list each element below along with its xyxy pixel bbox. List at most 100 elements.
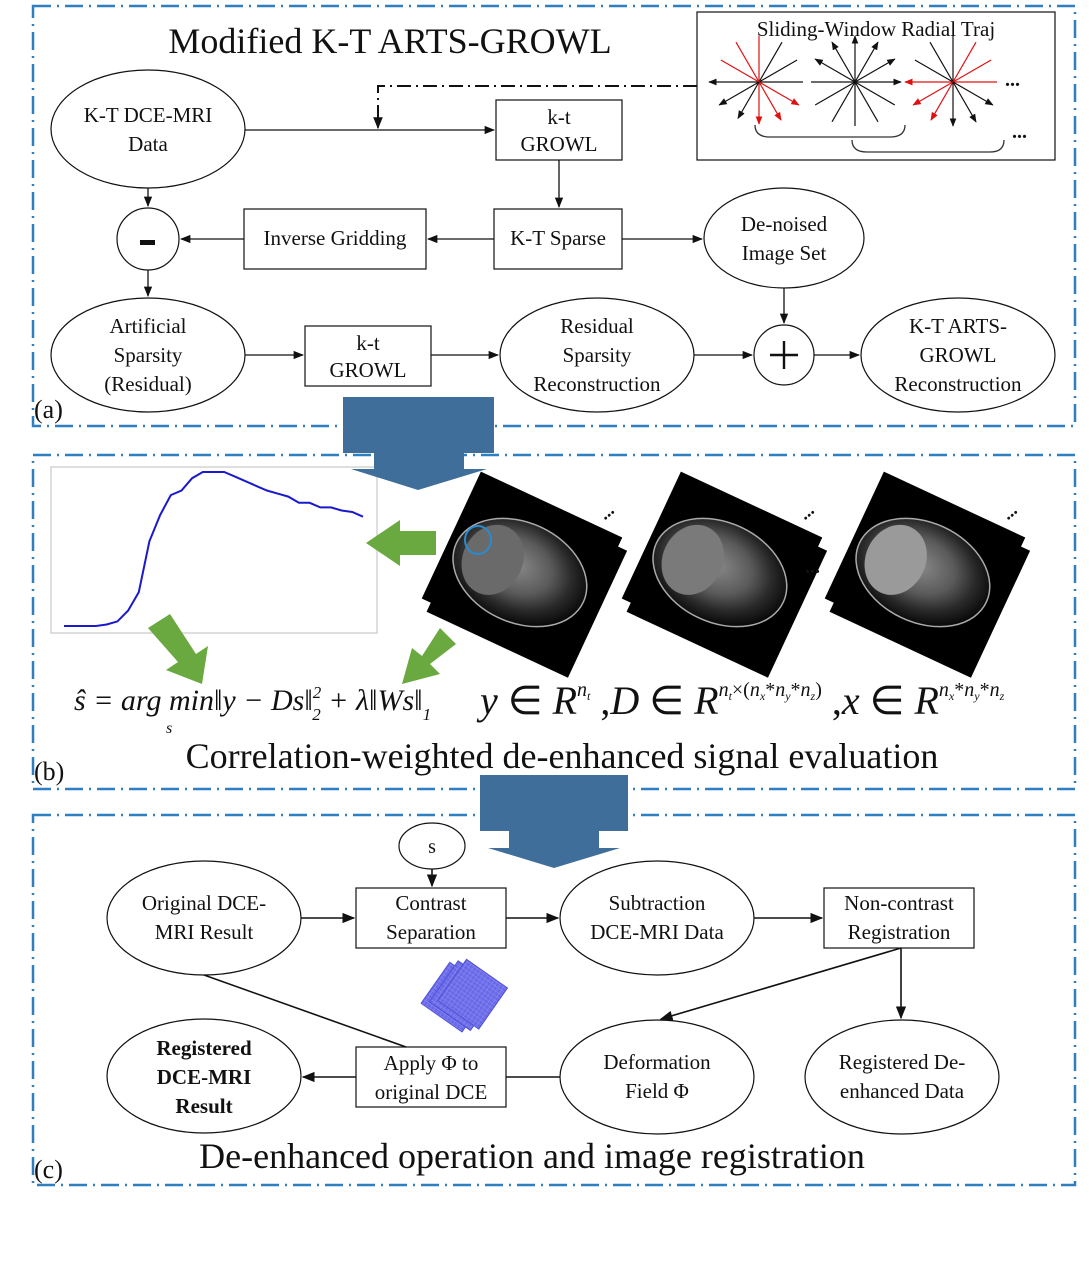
- big-arrow-a-to-b: [343, 397, 494, 490]
- trajectory-spoke: [952, 81, 977, 123]
- traj-title: Sliding-Window Radial Traj: [757, 17, 995, 41]
- node-kt-sparse-label: K-T Sparse: [510, 226, 606, 250]
- panel-a: Modified K-T ARTS-GROWL (a) Sliding-Wind…: [31, 4, 1077, 428]
- trajectory-spoke: [831, 41, 856, 83]
- node-contrast-line2: Separation: [386, 920, 476, 944]
- node-denoised-line1: De-noised: [741, 212, 828, 236]
- panel-a-border: [31, 4, 1077, 428]
- minus-icon: [140, 240, 155, 245]
- trajectory-spoke: [758, 81, 800, 106]
- signal-curve-plot: [50, 466, 378, 634]
- node-kt-arts-growl-reconstruction[interactable]: K-T ARTS- GROWL Reconstruction: [860, 297, 1056, 413]
- node-registered-result-line3: Result: [175, 1094, 232, 1118]
- node-s-label: s: [428, 836, 436, 858]
- trajectory-spoke: [929, 41, 954, 83]
- node-artificial-sparsity[interactable]: Artificial Sparsity (Residual): [50, 297, 246, 413]
- node-deformation-line2: Field Φ: [625, 1079, 689, 1103]
- node-noncontrast-registration[interactable]: Non-contrast Registration: [823, 887, 975, 949]
- node-residual-line1: Residual: [560, 314, 634, 338]
- trajectory-spoke: [831, 81, 856, 123]
- trajectory-spoke: [914, 59, 954, 83]
- node-kt-sparse[interactable]: K-T Sparse: [493, 208, 623, 270]
- node-denoised-line2: Image Set: [742, 241, 827, 265]
- deformation-grid-icon: [420, 958, 509, 1033]
- node-subtract[interactable]: [116, 207, 180, 271]
- node-registered-de-line1: Registered De-: [839, 1050, 966, 1074]
- mri-sequence-ellipsis: ...: [805, 556, 820, 578]
- node-subtraction-dce-mri[interactable]: Subtraction DCE-MRI Data: [559, 860, 755, 976]
- mri-stack-3: ...: [824, 471, 1031, 678]
- panel-c-label: (c): [34, 1155, 63, 1184]
- window-bracket-1: [754, 124, 906, 138]
- traj-ellipsis-2: ...: [1012, 121, 1027, 143]
- panel-c-caption: De-enhanced operation and image registra…: [199, 1136, 865, 1176]
- node-registered-deenhanced[interactable]: Registered De- enhanced Data: [804, 1019, 1000, 1135]
- node-deformation-line1: Deformation: [603, 1050, 711, 1074]
- green-arrow-down-right: [402, 628, 456, 684]
- trajectory-spoke: [952, 81, 994, 106]
- mri-image-stacks: .........: [421, 471, 1031, 678]
- trajectory-spoke: [718, 81, 760, 106]
- trajectory-spoke: [952, 59, 992, 83]
- trajectory-spoke: [758, 59, 798, 83]
- trajectory-spoke: [737, 81, 760, 120]
- liver-region: [864, 524, 927, 595]
- node-subtraction-line1: Subtraction: [609, 891, 706, 915]
- big-flow-arrows: [343, 397, 628, 868]
- node-kt-data[interactable]: K-T DCE-MRI Data: [50, 69, 246, 189]
- node-add[interactable]: [753, 324, 815, 386]
- panel-a-title: Modified K-T ARTS-GROWL: [168, 21, 611, 61]
- traj-ellipsis-1: ...: [1005, 69, 1020, 91]
- radial-spoke-star-3: [904, 36, 997, 127]
- node-final-line1: K-T ARTS-: [909, 314, 1007, 338]
- panel-a-label: (a): [34, 395, 63, 424]
- radial-spoke-star-1: [708, 36, 803, 125]
- trajectory-spoke: [720, 59, 760, 83]
- node-denoised-image-set[interactable]: De-noised Image Set: [703, 187, 865, 289]
- node-kt-growl-2-line1: k-t: [356, 331, 379, 355]
- node-residual-line3: Reconstruction: [533, 372, 661, 396]
- node-registered-result-line1: Registered: [156, 1036, 252, 1060]
- signal-curve-line: [64, 471, 364, 627]
- node-kt-growl-1[interactable]: k-t GROWL: [495, 99, 623, 161]
- trajectory-spoke: [758, 41, 783, 83]
- node-final-line2: GROWL: [920, 343, 997, 367]
- trajectory-spoke: [912, 81, 954, 106]
- node-inverse-gridding[interactable]: Inverse Gridding: [243, 208, 427, 270]
- node-kt-growl-1-line1: k-t: [547, 105, 570, 129]
- window-bracket-2: [851, 139, 1005, 153]
- trajectory-spoke: [854, 41, 879, 83]
- trajectory-spoke: [854, 58, 896, 83]
- node-contrast-separation[interactable]: Contrast Separation: [355, 887, 507, 949]
- node-registered-result-line2: DCE-MRI: [157, 1065, 252, 1089]
- edge-noncontrast-to-deformation: [659, 947, 902, 1021]
- trajectory-spoke: [735, 41, 760, 83]
- panel-a-edges: [143, 125, 861, 360]
- node-original-dce-mri[interactable]: Original DCE- MRI Result: [106, 860, 302, 976]
- node-residual-sparsity-reconstruction[interactable]: Residual Sparsity Reconstruction: [499, 297, 695, 413]
- trajectory-spoke: [854, 81, 879, 123]
- trajectory-spoke: [854, 81, 896, 106]
- node-subtraction-line2: DCE-MRI Data: [590, 920, 724, 944]
- panel-b-label: (b): [34, 757, 64, 786]
- panel-c-edges: [203, 869, 907, 1083]
- node-registered-dce-mri-result[interactable]: Registered DCE-MRI Result: [106, 1018, 302, 1134]
- node-contrast-line1: Contrast: [395, 891, 466, 915]
- liver-region: [461, 524, 524, 595]
- node-registered-de-line2: enhanced Data: [840, 1079, 965, 1103]
- green-arrows: [148, 520, 456, 684]
- node-artificial-line3: (Residual): [104, 372, 191, 396]
- liver-region: [661, 524, 724, 595]
- mri-stack-1: ...: [421, 471, 628, 678]
- trajectory-spoke: [814, 58, 856, 83]
- formula-right: y ∈ Rnt ,D ∈ Rnt×(nx*ny*nz) ,x ∈ Rnx*ny*…: [476, 678, 1005, 723]
- node-original-line2: MRI Result: [155, 920, 254, 944]
- sliding-window-traj-box: Sliding-Window Radial Traj ... ...: [696, 11, 1056, 161]
- mri-stack-2: ...: [621, 471, 828, 678]
- node-kt-growl-2[interactable]: k-t GROWL: [304, 325, 432, 387]
- node-s[interactable]: s: [398, 822, 466, 870]
- node-deformation-field[interactable]: Deformation Field Φ: [559, 1019, 755, 1135]
- node-apply-phi[interactable]: Apply Φ to original DCE: [355, 1046, 507, 1108]
